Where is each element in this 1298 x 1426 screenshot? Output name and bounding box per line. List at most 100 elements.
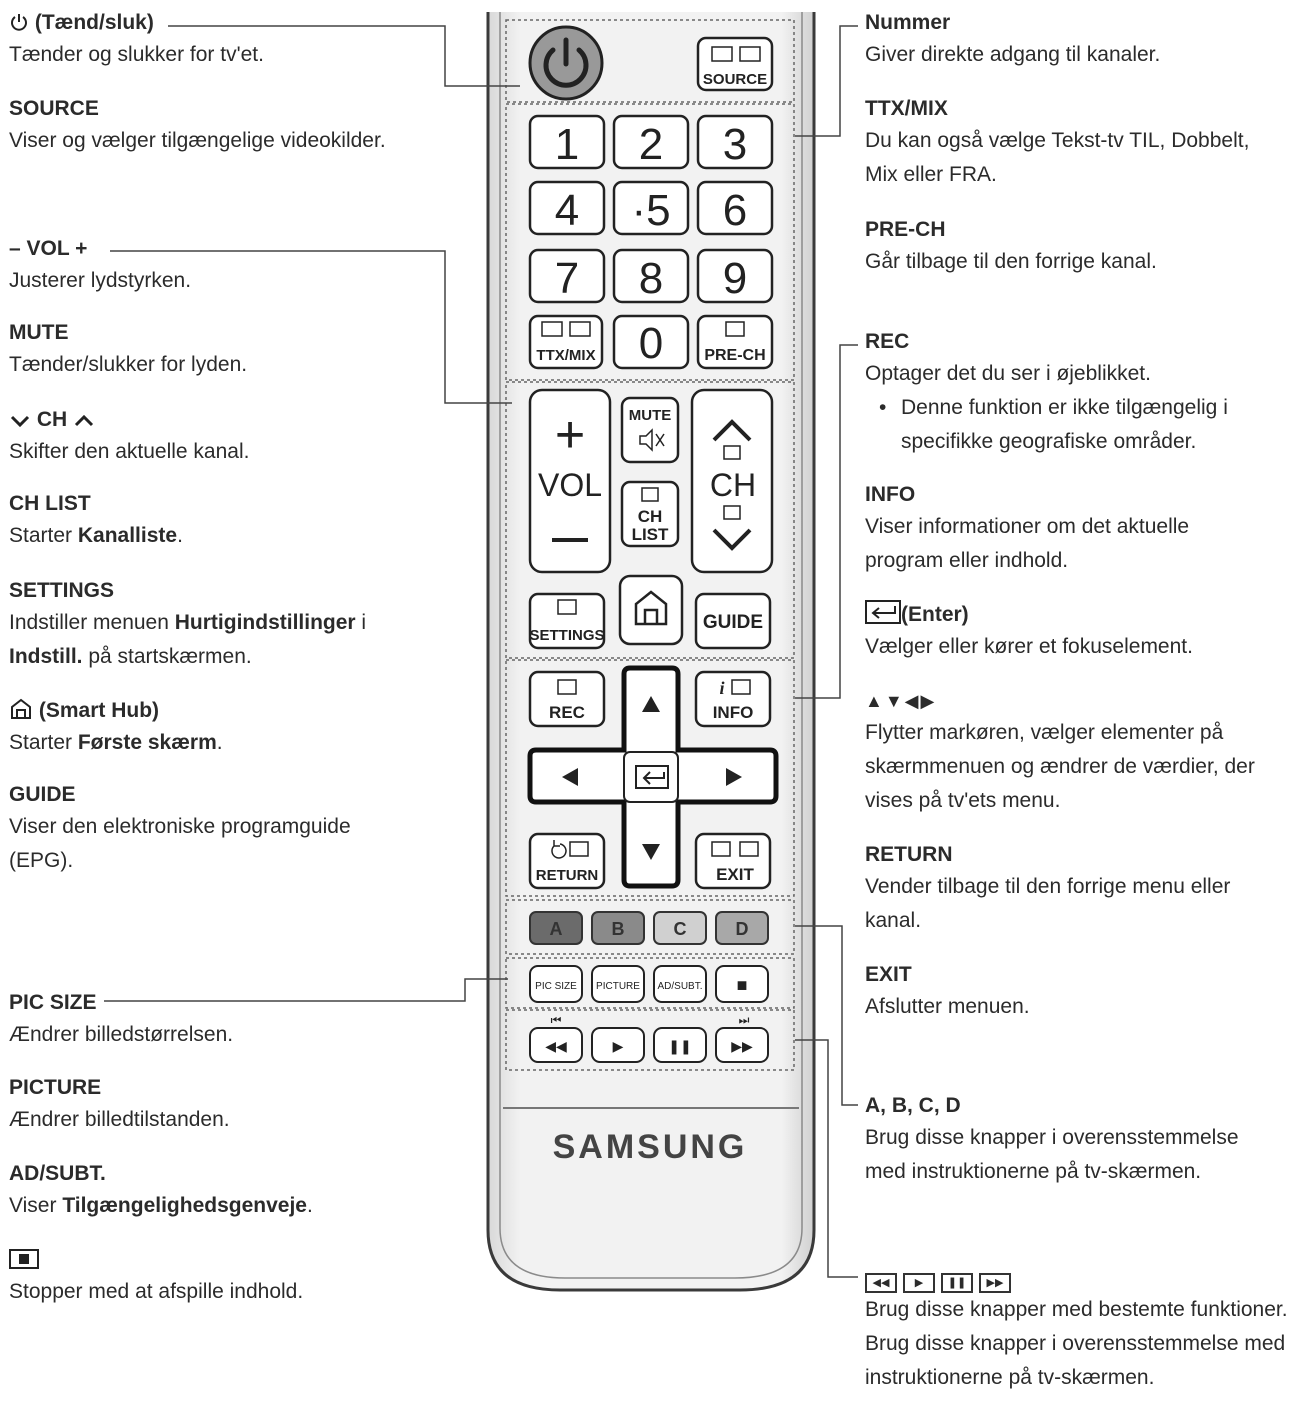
digit-label: 4: [555, 186, 579, 235]
channel-rocker[interactable]: CH: [690, 388, 774, 574]
d-pad[interactable]: [527, 665, 779, 889]
desc-prech: PRE-CH Går tilbage til den forrige kanal…: [865, 215, 1295, 279]
adsubt-text: Viser Tilgængelighedsgenveje.: [9, 1194, 313, 1217]
enter-title: (Enter): [901, 603, 969, 626]
abcd-title: A, B, C, D: [865, 1094, 961, 1117]
return-label: RETURN: [536, 867, 599, 884]
digit-button[interactable]: 3: [696, 114, 774, 170]
digit-button[interactable]: ·5: [612, 180, 690, 236]
media-key[interactable]: ▶▶: [715, 1027, 769, 1063]
guide-button[interactable]: GUIDE: [694, 592, 772, 650]
color-key-d[interactable]: D: [715, 911, 769, 945]
color-key-b[interactable]: B: [591, 911, 645, 945]
media-key[interactable]: ❚❚: [653, 1027, 707, 1063]
smarthub-title: (Smart Hub): [38, 699, 160, 722]
return-button[interactable]: RETURN: [528, 832, 606, 890]
color-key-label: B: [612, 919, 625, 939]
ch-up-icon: [712, 419, 752, 442]
power-title: (Tænd/sluk): [34, 11, 154, 34]
arrows-text: Flytter markøren, vælger elementer på sk…: [865, 721, 1255, 812]
adsubt-title: AD/SUBT.: [9, 1162, 106, 1185]
source-text: Viser og vælger tilgængelige videokilder…: [9, 129, 386, 152]
exit-button[interactable]: EXIT: [694, 832, 772, 890]
arrow-left-icon[interactable]: [562, 768, 578, 786]
source-button[interactable]: SOURCE: [696, 36, 774, 92]
guide-title: GUIDE: [9, 783, 76, 806]
picsize-title: PIC SIZE: [9, 991, 97, 1014]
rec-title: REC: [865, 330, 910, 353]
desc-picsize: PIC SIZE Ændrer billedstørrelsen.: [9, 988, 409, 1052]
desc-stop: Stopper med at afspille indhold.: [9, 1245, 409, 1309]
info-button[interactable]: i INFO: [694, 670, 772, 728]
digit-label: ·5: [631, 186, 670, 235]
volume-rocker[interactable]: + VOL: [528, 388, 612, 574]
color-key-label: C: [674, 919, 687, 939]
source-title: SOURCE: [9, 97, 99, 120]
guide-label: GUIDE: [703, 612, 763, 633]
function-key-label: PIC SIZE: [535, 981, 577, 992]
desc-vol: – VOL + Justerer lydstyrken.: [9, 234, 409, 298]
home-icon: [634, 590, 668, 626]
arrow-up-icon[interactable]: [642, 696, 660, 712]
info-label: INFO: [713, 703, 754, 722]
picsize-text: Ændrer billedstørrelsen.: [9, 1023, 234, 1046]
power-text: Tænder og slukker for tv'et.: [9, 43, 264, 66]
digit-button[interactable]: 6: [696, 180, 774, 236]
color-key-a[interactable]: A: [529, 911, 583, 945]
digit-button[interactable]: 2: [612, 114, 690, 170]
settings-button[interactable]: SETTINGS: [528, 592, 606, 650]
vol-text: Justerer lydstyrken.: [9, 269, 192, 292]
function-key[interactable]: PIC SIZE: [529, 965, 583, 1003]
desc-rec: REC Optager det du ser i øjeblikket. Den…: [865, 327, 1275, 459]
home-icon: [11, 698, 31, 719]
mute-title: MUTE: [9, 321, 69, 344]
digit-button[interactable]: 9: [696, 248, 774, 304]
rec-bullet: Denne funktion er ikke tilgængelig i spe…: [865, 391, 1275, 459]
smart-hub-button[interactable]: [618, 574, 684, 646]
prech-text: Går tilbage til den forrige kanal.: [865, 250, 1157, 273]
function-key[interactable]: AD/SUBT.: [653, 965, 707, 1003]
return-title: RETURN: [865, 843, 953, 866]
vol-title: – VOL +: [9, 237, 88, 260]
digit-button[interactable]: 7: [528, 248, 606, 304]
function-key[interactable]: PICTURE: [591, 965, 645, 1003]
power-icon: [11, 14, 27, 31]
pre-ch-button[interactable]: PRE-CH: [696, 314, 774, 370]
digit-label: 2: [639, 120, 663, 169]
color-key-c[interactable]: C: [653, 911, 707, 945]
enter-button[interactable]: [623, 751, 679, 803]
color-key-label: D: [736, 919, 749, 939]
info-text: Viser informationer om det aktuelle prog…: [865, 515, 1190, 572]
arrow-down-icon[interactable]: [642, 844, 660, 860]
desc-power: (Tænd/sluk) Tænder og slukker for tv'et.: [9, 8, 409, 72]
zero-button[interactable]: 0: [612, 314, 690, 370]
rec-button[interactable]: REC: [528, 670, 606, 728]
digit-button[interactable]: 8: [612, 248, 690, 304]
arrows-title: ▲▼◀▶: [865, 691, 937, 711]
digit-button[interactable]: 1: [528, 114, 606, 170]
settings-title: SETTINGS: [9, 579, 115, 602]
desc-source: SOURCE Viser og vælger tilgængelige vide…: [9, 94, 409, 158]
media-key[interactable]: ▶: [591, 1027, 645, 1063]
desc-abcd: A, B, C, D Brug disse knapper i overenss…: [865, 1091, 1265, 1189]
function-key[interactable]: ■: [715, 965, 769, 1003]
desc-info: INFO Viser informationer om det aktuelle…: [865, 480, 1245, 578]
media-key-label: ❚❚: [668, 1039, 691, 1055]
media-key[interactable]: ◀◀: [529, 1027, 583, 1063]
desc-settings: SETTINGS Indstiller menuen Hurtigindstil…: [9, 576, 409, 674]
vol-label: VOL: [538, 467, 602, 503]
digit-button[interactable]: 4: [528, 180, 606, 236]
remote-brand: SAMSUNG: [553, 1128, 748, 1166]
ttx-mix-button[interactable]: TTX/MIX: [528, 314, 604, 370]
digit-label: 8: [639, 254, 663, 303]
power-icon: [543, 37, 589, 88]
mute-button[interactable]: MUTE: [620, 396, 680, 464]
ch-text: Skifter den aktuelle kanal.: [9, 440, 250, 463]
enter-icon: [865, 600, 901, 624]
ch-list-button[interactable]: CH LIST: [620, 480, 680, 548]
zero-label: 0: [639, 319, 663, 368]
chevron-up-icon: [74, 414, 94, 427]
desc-return: RETURN Vender tilbage til den forrige me…: [865, 840, 1275, 938]
power-button[interactable]: [528, 25, 604, 101]
arrow-right-icon[interactable]: [726, 768, 742, 786]
